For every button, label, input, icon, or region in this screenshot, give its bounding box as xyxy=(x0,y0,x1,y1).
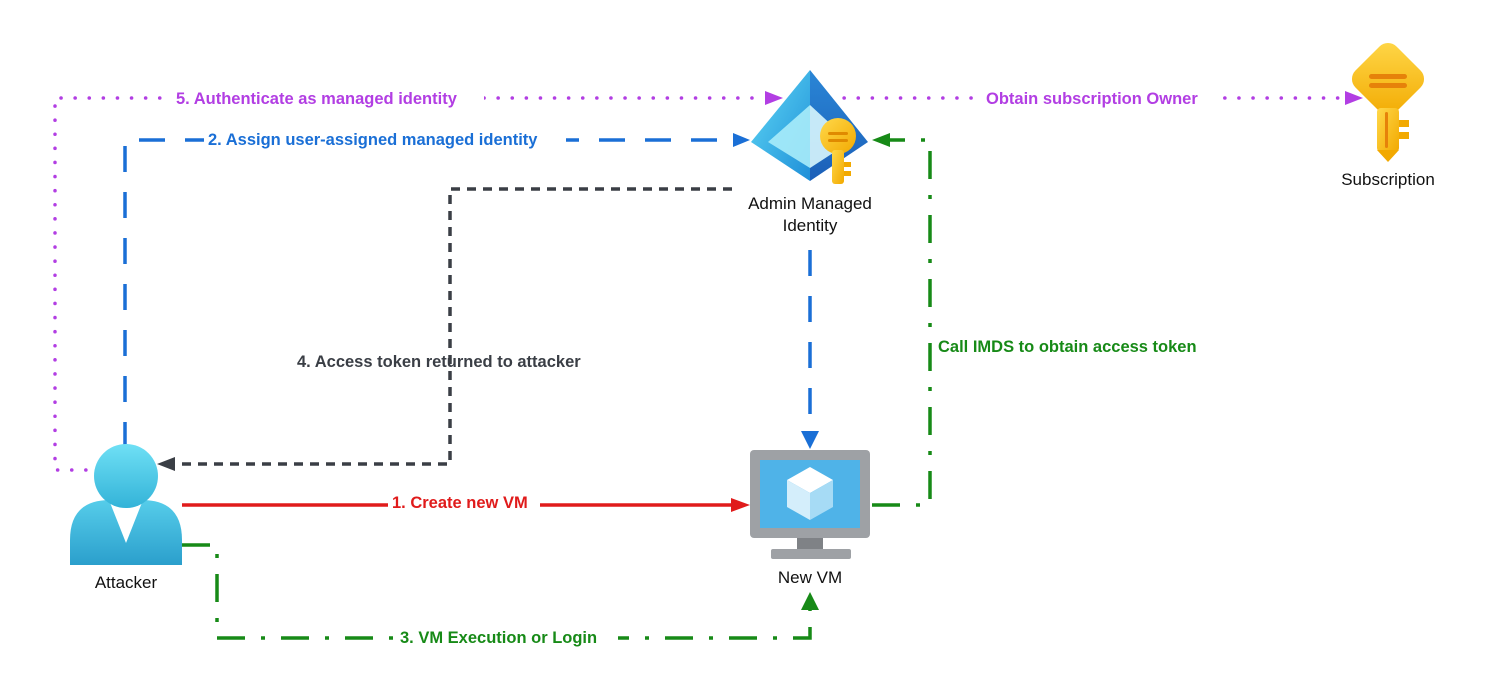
edge-obtain-owner xyxy=(828,91,1363,105)
node-new-vm: New VM xyxy=(750,450,870,587)
arrowhead-token-returned xyxy=(157,457,175,471)
label-create-vm: 1. Create new VM xyxy=(392,494,528,512)
arrowhead-obtain-owner xyxy=(1345,91,1363,105)
key-overlay-icon xyxy=(820,118,856,184)
key-icon xyxy=(1351,42,1425,162)
edge-authenticate xyxy=(53,91,783,472)
label-authenticate: 5. Authenticate as managed identity xyxy=(176,90,458,108)
edge-call-imds xyxy=(872,133,932,507)
edge-identity-to-vm xyxy=(801,250,819,449)
edge-assign-identity xyxy=(123,133,750,448)
arrowhead-call-imds xyxy=(872,133,890,147)
label-call-imds: Call IMDS to obtain access token xyxy=(938,338,1197,356)
edge-vm-execution xyxy=(182,543,819,640)
arrowhead-identity-to-vm xyxy=(801,431,819,449)
label-token-returned: 4. Access token returned to attacker xyxy=(297,353,581,371)
subscription-label: Subscription xyxy=(1341,170,1435,189)
node-attacker: Attacker xyxy=(70,444,182,592)
arrowhead-authenticate xyxy=(765,91,783,105)
label-vm-execution: 3. VM Execution or Login xyxy=(400,629,597,647)
arrowhead-vm-execution xyxy=(801,592,819,610)
edge-token-returned xyxy=(157,187,732,471)
identity-label-line1: Admin Managed xyxy=(748,194,872,213)
node-admin-managed-identity: Admin Managed Identity xyxy=(748,70,872,235)
node-subscription: Subscription xyxy=(1341,42,1435,189)
label-obtain-owner: Obtain subscription Owner xyxy=(986,90,1198,108)
user-icon xyxy=(70,444,182,565)
arrowhead-create-vm xyxy=(731,498,750,512)
managed-identity-icon xyxy=(751,70,868,184)
vm-label: New VM xyxy=(778,568,842,587)
identity-label-line2: Identity xyxy=(783,216,838,235)
label-assign-identity: 2. Assign user-assigned managed identity xyxy=(208,131,538,149)
edge-labels: 5. Authenticate as managed identity Obta… xyxy=(172,86,1218,648)
virtual-machine-icon xyxy=(750,450,870,559)
attacker-label: Attacker xyxy=(95,573,158,592)
arrowhead-assign-identity xyxy=(733,133,750,147)
